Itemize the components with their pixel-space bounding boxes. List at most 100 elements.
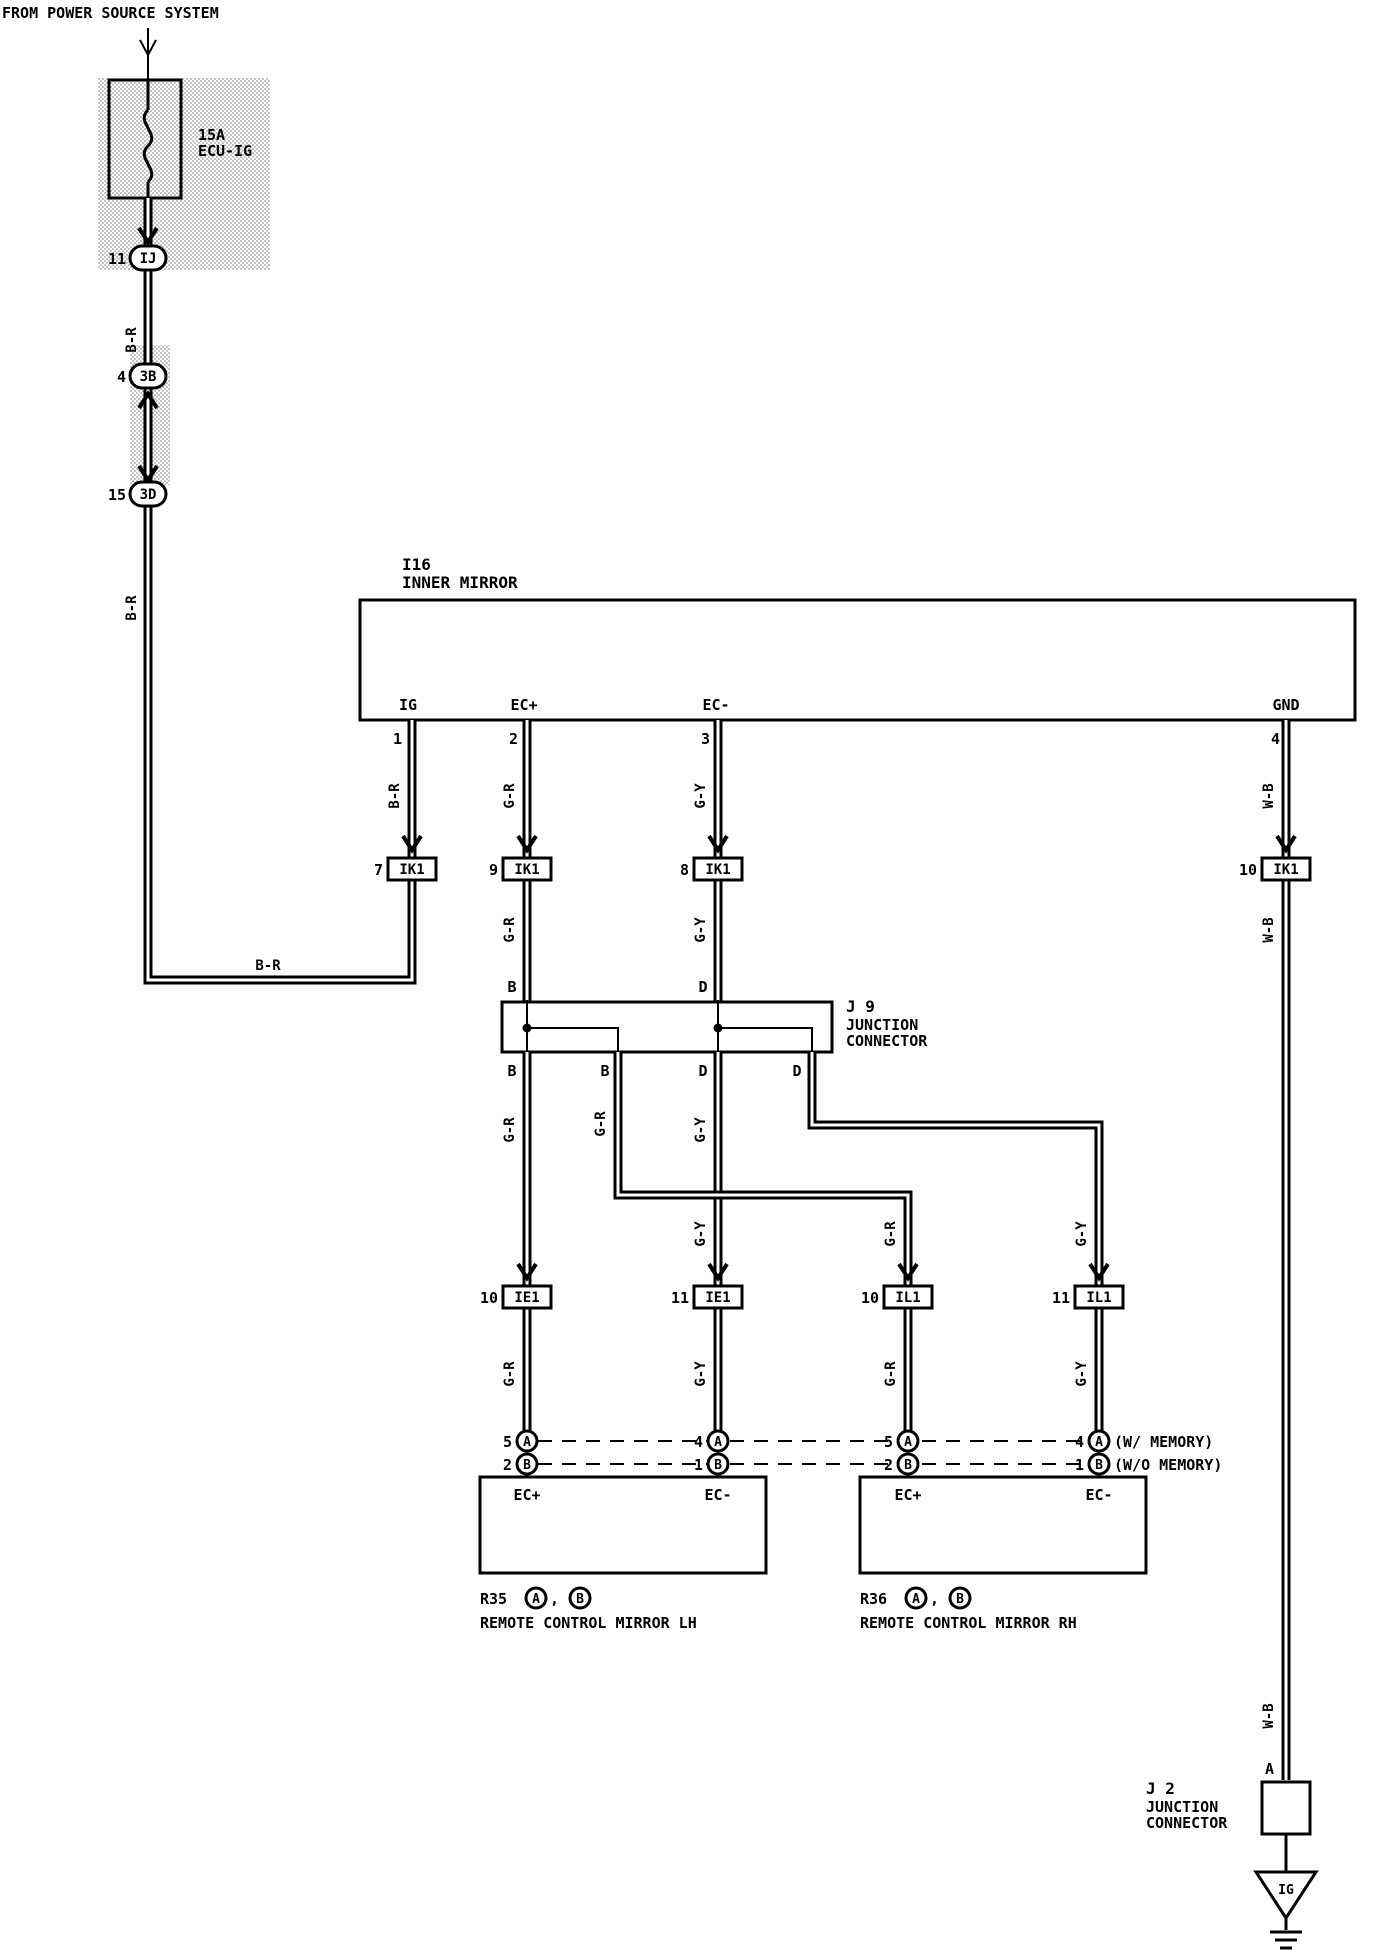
j9-pin-bottom: D (792, 1062, 801, 1080)
j9-pin-bottom: B (507, 1062, 516, 1080)
connector-ik1-code: IK1 (399, 862, 424, 878)
pin-circle-b (706, 1452, 730, 1476)
wire-gy-rh (807, 1052, 1104, 1452)
pin-circle-a (1087, 1429, 1111, 1453)
connector-il1-code: IL1 (1086, 1290, 1111, 1306)
pin-circle-a-text: A (904, 1435, 912, 1450)
j9-pin-top: D (698, 978, 707, 996)
connector-ik1 (386, 856, 438, 882)
wire-color-label: G-R (883, 1361, 899, 1387)
connector-3d-code: 3D (140, 487, 157, 503)
j2-box (1260, 1780, 1312, 1836)
wire-color-label: G-R (502, 783, 518, 809)
arrow-down-icon (897, 1262, 919, 1282)
pin-number: 5 (884, 1433, 893, 1451)
wire-color-label: G-Y (693, 1117, 709, 1143)
wire-color-label: G-Y (693, 783, 709, 809)
connector-il1-pin: 10 (861, 1289, 879, 1307)
pin-number: 1 (1075, 1456, 1084, 1474)
pin-circle-b (896, 1452, 920, 1476)
connector-il1 (1073, 1284, 1125, 1310)
junction-block-shading (98, 78, 270, 270)
terminal-label: EC+ (510, 696, 537, 714)
j2-line2: CONNECTOR (1146, 1814, 1228, 1832)
pin-circle-b (1087, 1452, 1111, 1476)
wire-color-label: G-Y (693, 1221, 709, 1247)
mirror-rh-id: R36 (860, 1590, 887, 1608)
pin-number: 2 (503, 1456, 512, 1474)
arrow-down-icon (137, 464, 159, 484)
connector-3d-pin: 15 (108, 486, 126, 504)
connector-ik1-pin: 9 (489, 861, 498, 879)
arrow-down-icon (516, 1262, 538, 1282)
caption-circle-a (904, 1586, 928, 1610)
pin-circle-b-text: B (714, 1458, 722, 1473)
terminal-label: EC- (702, 696, 729, 714)
connector-ik1 (501, 856, 553, 882)
connector-ik1-code: IK1 (1273, 862, 1298, 878)
connector-ij-code: IJ (140, 251, 157, 267)
connector-ij (128, 244, 168, 272)
connector-ik1 (692, 856, 744, 882)
connector-ie1 (501, 1284, 553, 1310)
terminal-pin: 1 (393, 730, 402, 748)
connector-3b-pin: 4 (117, 368, 126, 386)
wire-color-label: G-R (502, 917, 518, 943)
terminal-pin: 3 (701, 730, 710, 748)
ground-label: IG (1278, 1883, 1294, 1898)
terminal-pin: 2 (509, 730, 518, 748)
wire-color-label: B-R (124, 327, 140, 353)
connector-ik1-pin: 8 (680, 861, 689, 879)
wire-gr-rh (613, 1052, 913, 1452)
mirror-rh-box (858, 1475, 1148, 1575)
mirror-rh-term: EC+ (894, 1486, 921, 1504)
caption-separator: , (930, 1590, 939, 1608)
wire-color-label: B-R (387, 783, 403, 809)
arrow-down-icon (707, 834, 729, 854)
wire-color-label: G-R (502, 1117, 518, 1143)
pin-circle-a-text: A (523, 1435, 531, 1450)
pin-circle-a (515, 1429, 539, 1453)
pin-circle-b (515, 1452, 539, 1476)
wire-color-label: G-Y (1074, 1361, 1090, 1387)
ground-triangle-icon (1253, 1870, 1319, 1921)
arrow-down-icon (137, 226, 159, 246)
j9-splice-dot (713, 1023, 723, 1033)
connector-ik1 (1260, 856, 1312, 882)
wire-color-label: G-Y (693, 1361, 709, 1387)
connector-ie1 (692, 1284, 744, 1310)
pin-circle-b-text: B (1095, 1458, 1103, 1473)
caption-separator: , (550, 1590, 559, 1608)
mirror-lh-term: EC- (704, 1486, 731, 1504)
connector-ik1-code: IK1 (705, 862, 730, 878)
arrow-down-icon (1088, 1262, 1110, 1282)
terminal-label: GND (1272, 696, 1299, 714)
j9-splice-dot (522, 1023, 532, 1033)
arrow-down-icon (1275, 834, 1297, 854)
j9-line1: JUNCTION (846, 1016, 918, 1034)
wire-color-label: G-R (502, 1361, 518, 1387)
connector-ie1-code: IE1 (514, 1290, 539, 1306)
source-label: FROM POWER SOURCE SYSTEM (2, 4, 219, 22)
connector-ie1-pin: 11 (671, 1289, 689, 1307)
caption-circle-a-text: A (532, 1592, 540, 1607)
wire-color-label: G-Y (1074, 1221, 1090, 1247)
connector-ik1-pin: 10 (1239, 861, 1257, 879)
input-arrow-icon (139, 39, 157, 58)
connector-ik1-pin: 7 (374, 861, 383, 879)
connector-il1 (882, 1284, 934, 1310)
terminal-pin: 4 (1271, 730, 1280, 748)
j9-pin-top: B (507, 978, 516, 996)
wire-color-label: W-B (1261, 783, 1277, 808)
connector-ik1-code: IK1 (514, 862, 539, 878)
connector-ie1-pin: 10 (480, 1289, 498, 1307)
j2-id: J 2 (1146, 1779, 1175, 1798)
j9-pin-bottom: D (698, 1062, 707, 1080)
fuse-name: ECU-IG (198, 142, 252, 160)
pin-circle-a-text: A (714, 1435, 722, 1450)
pin-number: 1 (694, 1456, 703, 1474)
mirror-lh-id: R35 (480, 1590, 507, 1608)
pin-circle-a-text: A (1095, 1435, 1103, 1450)
pin-circle-a (896, 1429, 920, 1453)
pin-number: 5 (503, 1433, 512, 1451)
